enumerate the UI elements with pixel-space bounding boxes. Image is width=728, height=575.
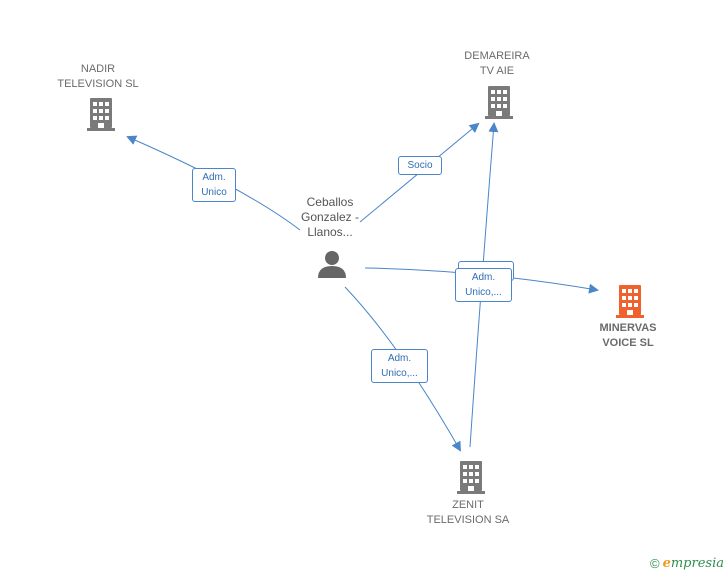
brand-initial: e [662,556,671,571]
person-label-line: Llanos... [307,225,353,239]
brand-logo: empresia [663,556,724,571]
footer-brand[interactable]: © empresia [650,556,724,571]
building-icon-demareira[interactable] [485,86,513,119]
node-label-line: TELEVISION SA [426,514,510,526]
node-label-nadir[interactable]: NADIR TELEVISION SL [57,62,138,92]
person-label-line: Ceballos [306,195,354,209]
edge-label-line: Adm. [387,353,412,364]
node-label-line: MINERVAS [599,322,657,334]
person-icon[interactable] [318,251,346,278]
node-label-minervas[interactable]: MINERVAS VOICE SL [599,321,656,351]
person-label[interactable]: Ceballos Gonzalez - Llanos... [301,195,359,240]
node-label-line: TV AIE [479,65,515,77]
edge-label-line: Socio [407,160,433,171]
node-label-line: ZENIT [452,499,484,511]
edge-label-adm-unico-nadir[interactable]: Adm. Unico [192,168,236,202]
edge-label-line: Unico [201,187,227,198]
edge-label-line: Adm. [471,272,496,283]
edge-label-adm-unico-zenit[interactable]: Adm. Unico,... [371,349,428,383]
edge-label-line: Adm. [202,172,226,183]
node-label-line: TELEVISION SL [57,78,139,90]
building-icon-minervas[interactable] [616,285,644,318]
edge-label-line: Unico,... [465,287,502,298]
edge-label-adm-unico-minervas[interactable]: Adm. Unico,... [455,268,512,302]
node-label-line: VOICE SL [602,337,654,349]
person-label-line: Gonzalez - [300,210,360,224]
building-icon-zenit[interactable] [457,461,485,494]
building-icon-nadir[interactable] [87,98,115,131]
edge-label-line: Unico,... [381,368,418,379]
node-label-demareira[interactable]: DEMAREIRA TV AIE [464,49,529,79]
brand-name: mpresia [670,556,724,571]
node-label-zenit[interactable]: ZENIT TELEVISION SA [427,498,510,528]
edge-label-socio[interactable]: Socio [398,156,442,175]
node-label-line: DEMAREIRA [464,50,530,62]
node-label-line: NADIR [80,63,116,75]
copyright-icon: © [649,556,660,571]
